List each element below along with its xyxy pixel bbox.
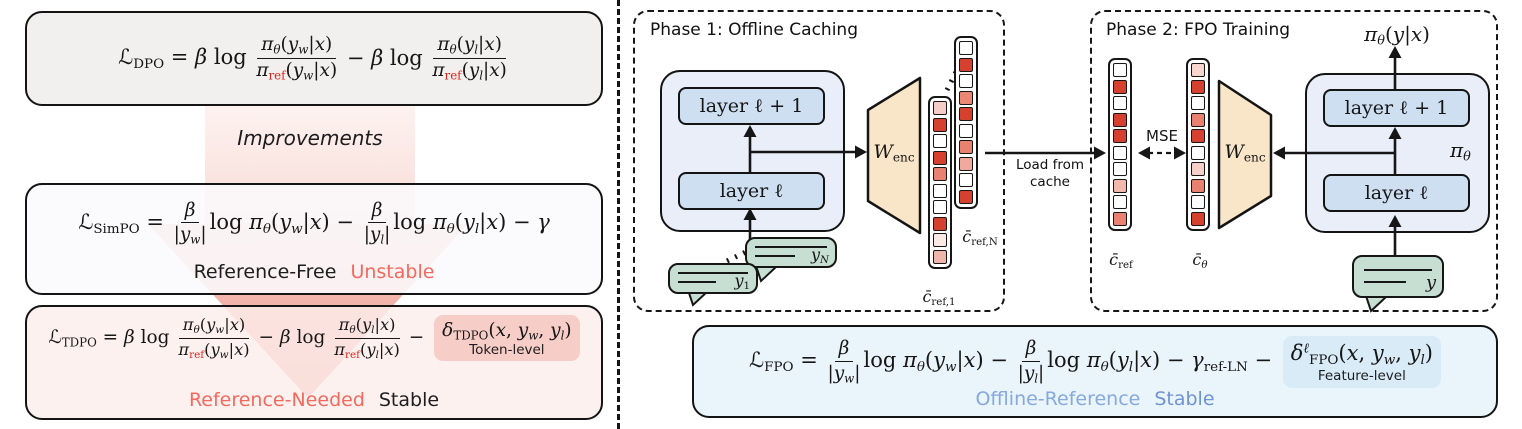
y1-label: y1: [734, 270, 750, 292]
simpo-formula: ℒSimPO = β|yw|log πθ(yw|x) − β|yl|log πθ…: [78, 200, 550, 247]
phase1-layer-bottom-box: layer ℓ: [678, 172, 825, 210]
feature-cell: [1113, 145, 1127, 160]
tdpo-tags: Reference-Needed Stable: [27, 391, 601, 410]
phase2-title: Phase 2: FPO Training: [1106, 20, 1291, 40]
reference-free-tag: Reference-Free: [193, 261, 337, 283]
feature-cell: [959, 41, 973, 55]
feature-cell: [1113, 79, 1127, 94]
feature-cell: [1191, 63, 1205, 77]
feature-cell: [959, 107, 973, 121]
feature-cell: [933, 183, 947, 198]
feature-cell: [933, 200, 947, 214]
y-label: y: [1425, 272, 1436, 293]
feature-cell: [933, 216, 947, 231]
tdpo-formula: ℒTDPO = β log πθ(yw|x)πref(yw|x) − β log…: [27, 315, 601, 362]
feature-cell: [933, 233, 947, 247]
feature-cell: [933, 150, 947, 165]
feature-cell: [1113, 112, 1127, 127]
feature-cell: [933, 134, 947, 148]
feature-cell: [959, 173, 973, 187]
feature-cell: [1191, 112, 1205, 127]
tdpo-loss-box: ℒTDPO = β log πθ(yw|x)πref(yw|x) − β log…: [25, 305, 603, 420]
feature-cell: [933, 117, 947, 132]
cref-vector: [1108, 58, 1132, 231]
phase2-layer-top-box: layer ℓ + 1: [1323, 89, 1470, 127]
output-policy-label: πθ(y|x): [1364, 22, 1430, 49]
panel-divider: [617, 0, 620, 429]
speech-bubble-y1: y1: [668, 263, 758, 294]
dpo-loss-box: ℒDPO = β log πθ(yw|x)πref(yw|x) − β log …: [25, 11, 603, 106]
feature-cell: [1191, 211, 1205, 226]
load-from-line: Load from: [1015, 157, 1085, 173]
feature-cell: [1113, 195, 1127, 209]
mse-label: MSE: [1146, 127, 1178, 145]
feature-cell: [1191, 162, 1205, 176]
feature-cell: [933, 101, 947, 115]
feature-cell: [1113, 178, 1127, 193]
feature-cell: [1113, 63, 1127, 77]
feature-cell: [1113, 162, 1127, 176]
speech-bubble-y: y: [1352, 255, 1444, 298]
ctheta-vector: [1186, 58, 1210, 231]
pi-theta-label: πθ: [1450, 138, 1471, 165]
phase1-title: Phase 1: Offline Caching: [650, 20, 858, 40]
feature-cell: [959, 140, 973, 154]
phase2-wenc-label: Wenc: [1224, 141, 1266, 165]
unstable-tag: Unstable: [350, 261, 435, 283]
feature-cell: [933, 249, 947, 264]
feature-cell: [959, 90, 973, 105]
load-from-cache-label: Load from cache: [1006, 157, 1094, 191]
crefN-vector: [954, 36, 978, 209]
crefN-label: c̄ref,N: [962, 227, 998, 248]
simpo-loss-box: ℒSimPO = β|yw|log πθ(yw|x) − β|yl|log πθ…: [25, 183, 603, 295]
feature-cell: [1191, 195, 1205, 209]
simpo-tags: Reference-Free Unstable: [27, 263, 601, 282]
feature-cell: [959, 74, 973, 88]
reference-needed-tag: Reference-Needed: [188, 389, 365, 411]
fpo-stable-tag: Stable: [1154, 387, 1215, 410]
feature-cell: [1113, 129, 1127, 143]
fpo-formula: ℒFPO = β|yw|log πθ(yw|x) − β|yl|log πθ(y…: [749, 336, 1441, 388]
cache-line: cache: [1030, 173, 1070, 190]
feature-cell: [1113, 96, 1127, 110]
feature-cell: [1191, 178, 1205, 193]
feature-cell: [1191, 79, 1205, 94]
phase2-layer-bottom-box: layer ℓ: [1323, 174, 1470, 212]
feature-cell: [959, 156, 973, 171]
feature-cell: [959, 123, 973, 138]
feature-cell: [959, 57, 973, 72]
phase2-fpo-training-box: [1090, 10, 1498, 312]
fpo-loss-box: ℒFPO = β|yw|log πθ(yw|x) − β|yl|log πθ(y…: [692, 325, 1498, 418]
phase1-offline-caching-box: [633, 10, 1005, 312]
cref-label: c̄ref: [1109, 250, 1133, 271]
feature-cell: [933, 167, 947, 181]
feature-cell: [959, 189, 973, 204]
phase1-wenc-label: Wenc: [873, 141, 915, 165]
offline-reference-tag: Offline-Reference: [975, 387, 1141, 410]
stable-tag: Stable: [378, 389, 440, 411]
feature-cell: [1191, 96, 1205, 110]
yN-label: yN: [810, 244, 829, 266]
speech-bubble-yN: yN: [745, 237, 837, 268]
fpo-tags: Offline-Reference Stable: [975, 387, 1215, 410]
phase1-layer-top-box: layer ℓ + 1: [678, 87, 825, 125]
feature-cell: [1191, 145, 1205, 160]
ctheta-label: c̄θ: [1192, 250, 1208, 271]
feature-cell: [1113, 211, 1127, 226]
improvements-label: Improvements: [237, 126, 383, 150]
feature-cell: [1191, 129, 1205, 143]
dpo-formula: ℒDPO = β log πθ(yw|x)πref(yw|x) − β log …: [118, 34, 507, 83]
cref1-vector: [928, 96, 952, 269]
cref1-label: c̄ref,1: [922, 287, 956, 308]
